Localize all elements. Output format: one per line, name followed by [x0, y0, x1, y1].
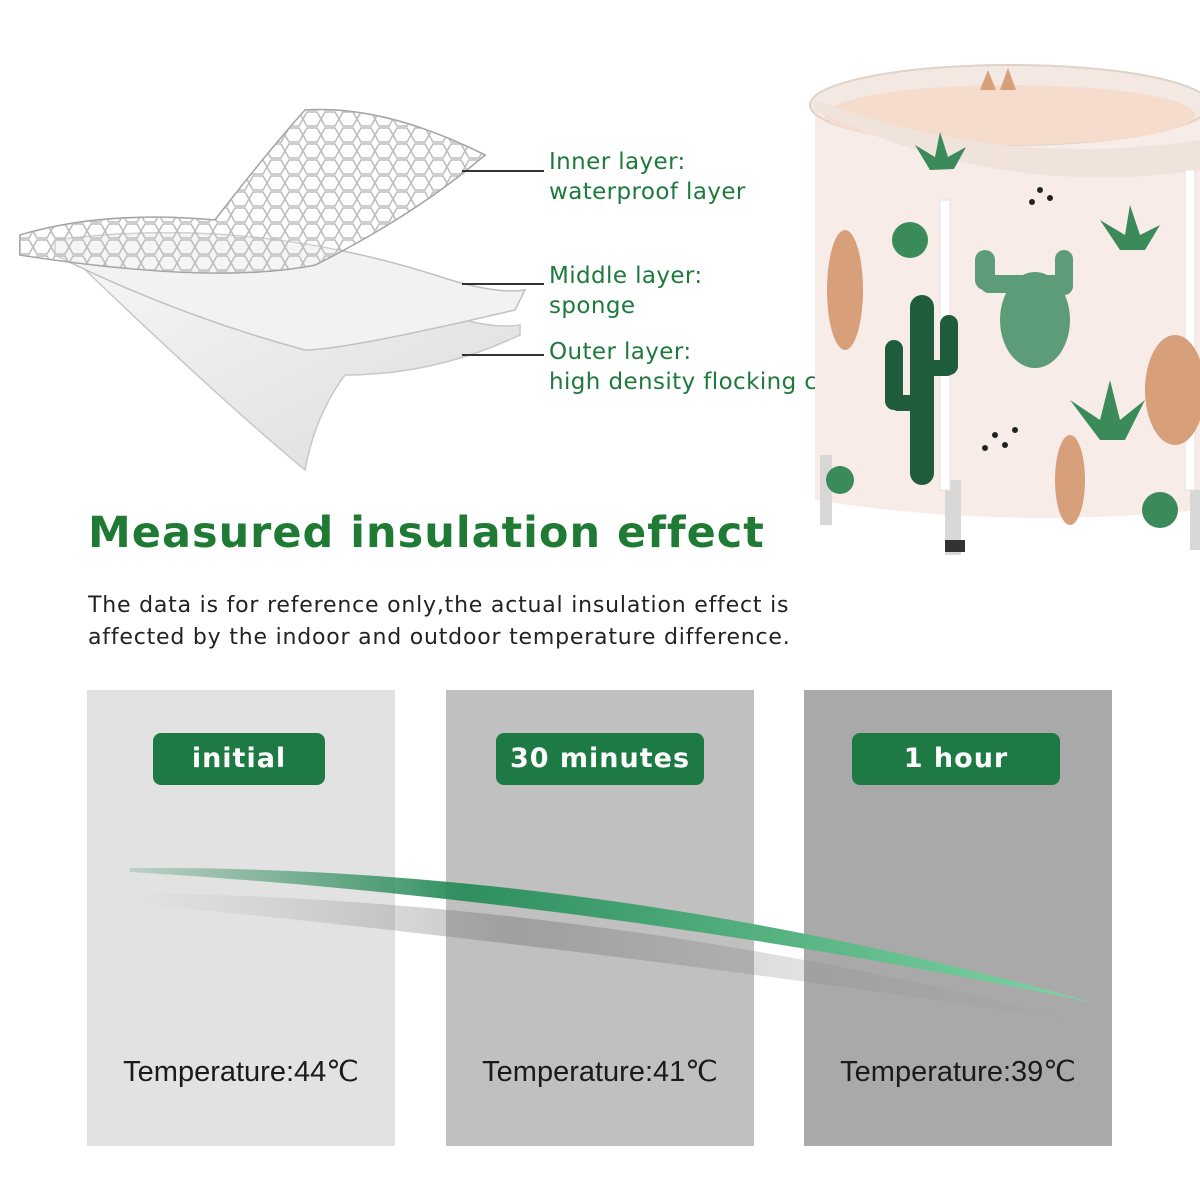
- panel-initial: initial Temperature:44℃: [87, 690, 395, 1146]
- middle-layer-pointer: [462, 283, 544, 285]
- inner-layer-pointer: [462, 170, 544, 172]
- panel-30-minutes: 30 minutes Temperature:41℃: [446, 690, 754, 1146]
- badge-initial: initial: [153, 733, 325, 785]
- middle-layer-description: sponge: [549, 293, 636, 319]
- material-layers-illustration: [19, 108, 527, 472]
- disclaimer-line-1: The data is for reference only,the actua…: [88, 593, 790, 618]
- outer-layer-description: high density flocking cloth: [549, 369, 864, 395]
- badge-1-hour: 1 hour: [852, 733, 1060, 785]
- panel-1-hour: 1 hour Temperature:39℃: [804, 690, 1112, 1146]
- page-title: Measured insulation effect: [88, 508, 765, 558]
- middle-layer-label: Middle layer: sponge: [549, 261, 703, 321]
- middle-layer-title: Middle layer:: [549, 263, 703, 289]
- outer-layer-title: Outer layer:: [549, 339, 692, 365]
- inner-layer-description: waterproof layer: [549, 179, 746, 205]
- bathtub-image: [809, 64, 1200, 555]
- temperature-initial: Temperature:44℃: [123, 1056, 359, 1088]
- temperature-30-minutes: Temperature:41℃: [482, 1056, 718, 1088]
- inner-layer-label: Inner layer: waterproof layer: [549, 147, 746, 207]
- inner-layer-title: Inner layer:: [549, 149, 686, 175]
- temperature-1-hour: Temperature:39℃: [840, 1056, 1076, 1088]
- disclaimer-line-2: affected by the indoor and outdoor tempe…: [88, 625, 791, 650]
- outer-layer-pointer: [462, 354, 544, 356]
- badge-30-minutes: 30 minutes: [496, 733, 704, 785]
- outer-layer-label: Outer layer: high density flocking cloth: [549, 337, 863, 397]
- disclaimer-note: The data is for reference only,the actua…: [88, 590, 908, 654]
